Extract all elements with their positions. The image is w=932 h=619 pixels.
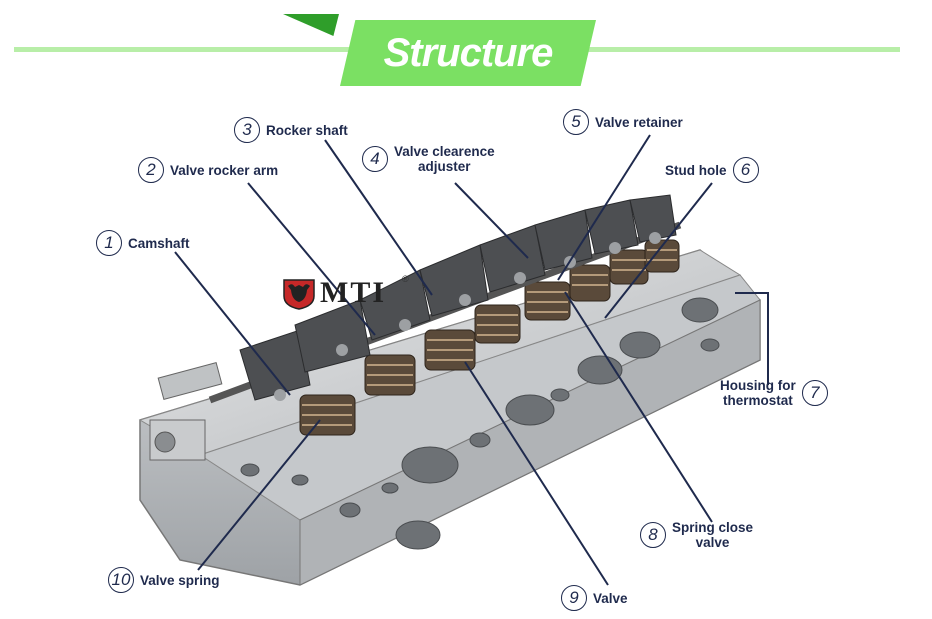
callout-label: Valve retainer: [595, 114, 683, 130]
leader-7: [735, 292, 769, 385]
header-tab: [340, 20, 596, 86]
callout-valve-retainer: 5 Valve retainer: [563, 109, 683, 135]
callout-label-line: Valve clearence: [394, 144, 495, 159]
callout-valve-clearence-adjuster: 4 Valve clearence adjuster: [362, 144, 495, 174]
callout-label: Valve clearence adjuster: [394, 144, 495, 174]
callout-label: Camshaft: [128, 235, 190, 251]
callout-label: Stud hole: [665, 162, 727, 178]
page-title: Structure: [383, 31, 554, 75]
callout-label: Spring close valve: [672, 520, 753, 550]
callout-label: Valve: [593, 590, 628, 606]
callout-valve-rocker-arm: 2 Valve rocker arm: [138, 157, 278, 183]
leader-9: [464, 361, 609, 586]
callout-label-line: Spring close: [672, 520, 754, 535]
callout-label-line: Housing for: [720, 378, 796, 393]
callout-valve-spring: 10 Valve spring: [108, 567, 220, 593]
callout-number: 10: [108, 567, 134, 593]
callout-number: 1: [96, 230, 122, 256]
callout-rocker-shaft: 3 Rocker shaft: [234, 117, 348, 143]
callout-number: 6: [732, 157, 759, 183]
leader-8: [564, 291, 713, 523]
callout-label-line: valve: [695, 535, 730, 550]
callout-label-line: adjuster: [418, 159, 471, 174]
callout-number: 4: [362, 146, 388, 172]
callout-label-line: thermostat: [722, 393, 793, 408]
callout-stud-hole: Stud hole 6: [665, 157, 759, 183]
callout-camshaft: 1 Camshaft: [96, 230, 190, 256]
leader-10: [197, 419, 321, 571]
callout-number: 7: [801, 380, 828, 406]
callout-label: Rocker shaft: [266, 122, 348, 138]
camshaft-end: [149, 361, 223, 461]
logo-text: MTI: [320, 276, 386, 309]
callout-number: 8: [640, 522, 666, 548]
callout-number: 2: [138, 157, 164, 183]
leader-3: [324, 139, 433, 296]
rocker-assembly: [208, 194, 682, 404]
leader-1: [174, 251, 291, 396]
brand-logo: MTI: [282, 276, 386, 310]
bull-shield-icon: [283, 279, 315, 310]
callout-label: Valve spring: [140, 572, 220, 588]
leader-lines: [174, 134, 769, 586]
callout-number: 9: [561, 585, 587, 611]
callout-spring-close-valve: 8 Spring close valve: [640, 520, 753, 550]
leader-6: [604, 182, 713, 319]
callout-housing-for-thermostat: Housing for thermostat 7: [720, 378, 828, 408]
callout-label: Housing for thermostat: [720, 378, 796, 408]
registered-mark: ®: [402, 274, 409, 284]
callout-number: 3: [234, 117, 260, 143]
callout-valve: 9 Valve: [561, 585, 628, 611]
port-holes: [240, 297, 720, 550]
leader-5: [557, 134, 651, 281]
callout-label: Valve rocker arm: [170, 162, 279, 178]
leader-4: [454, 182, 529, 259]
callout-number: 5: [563, 109, 589, 135]
leader-2: [247, 182, 376, 336]
